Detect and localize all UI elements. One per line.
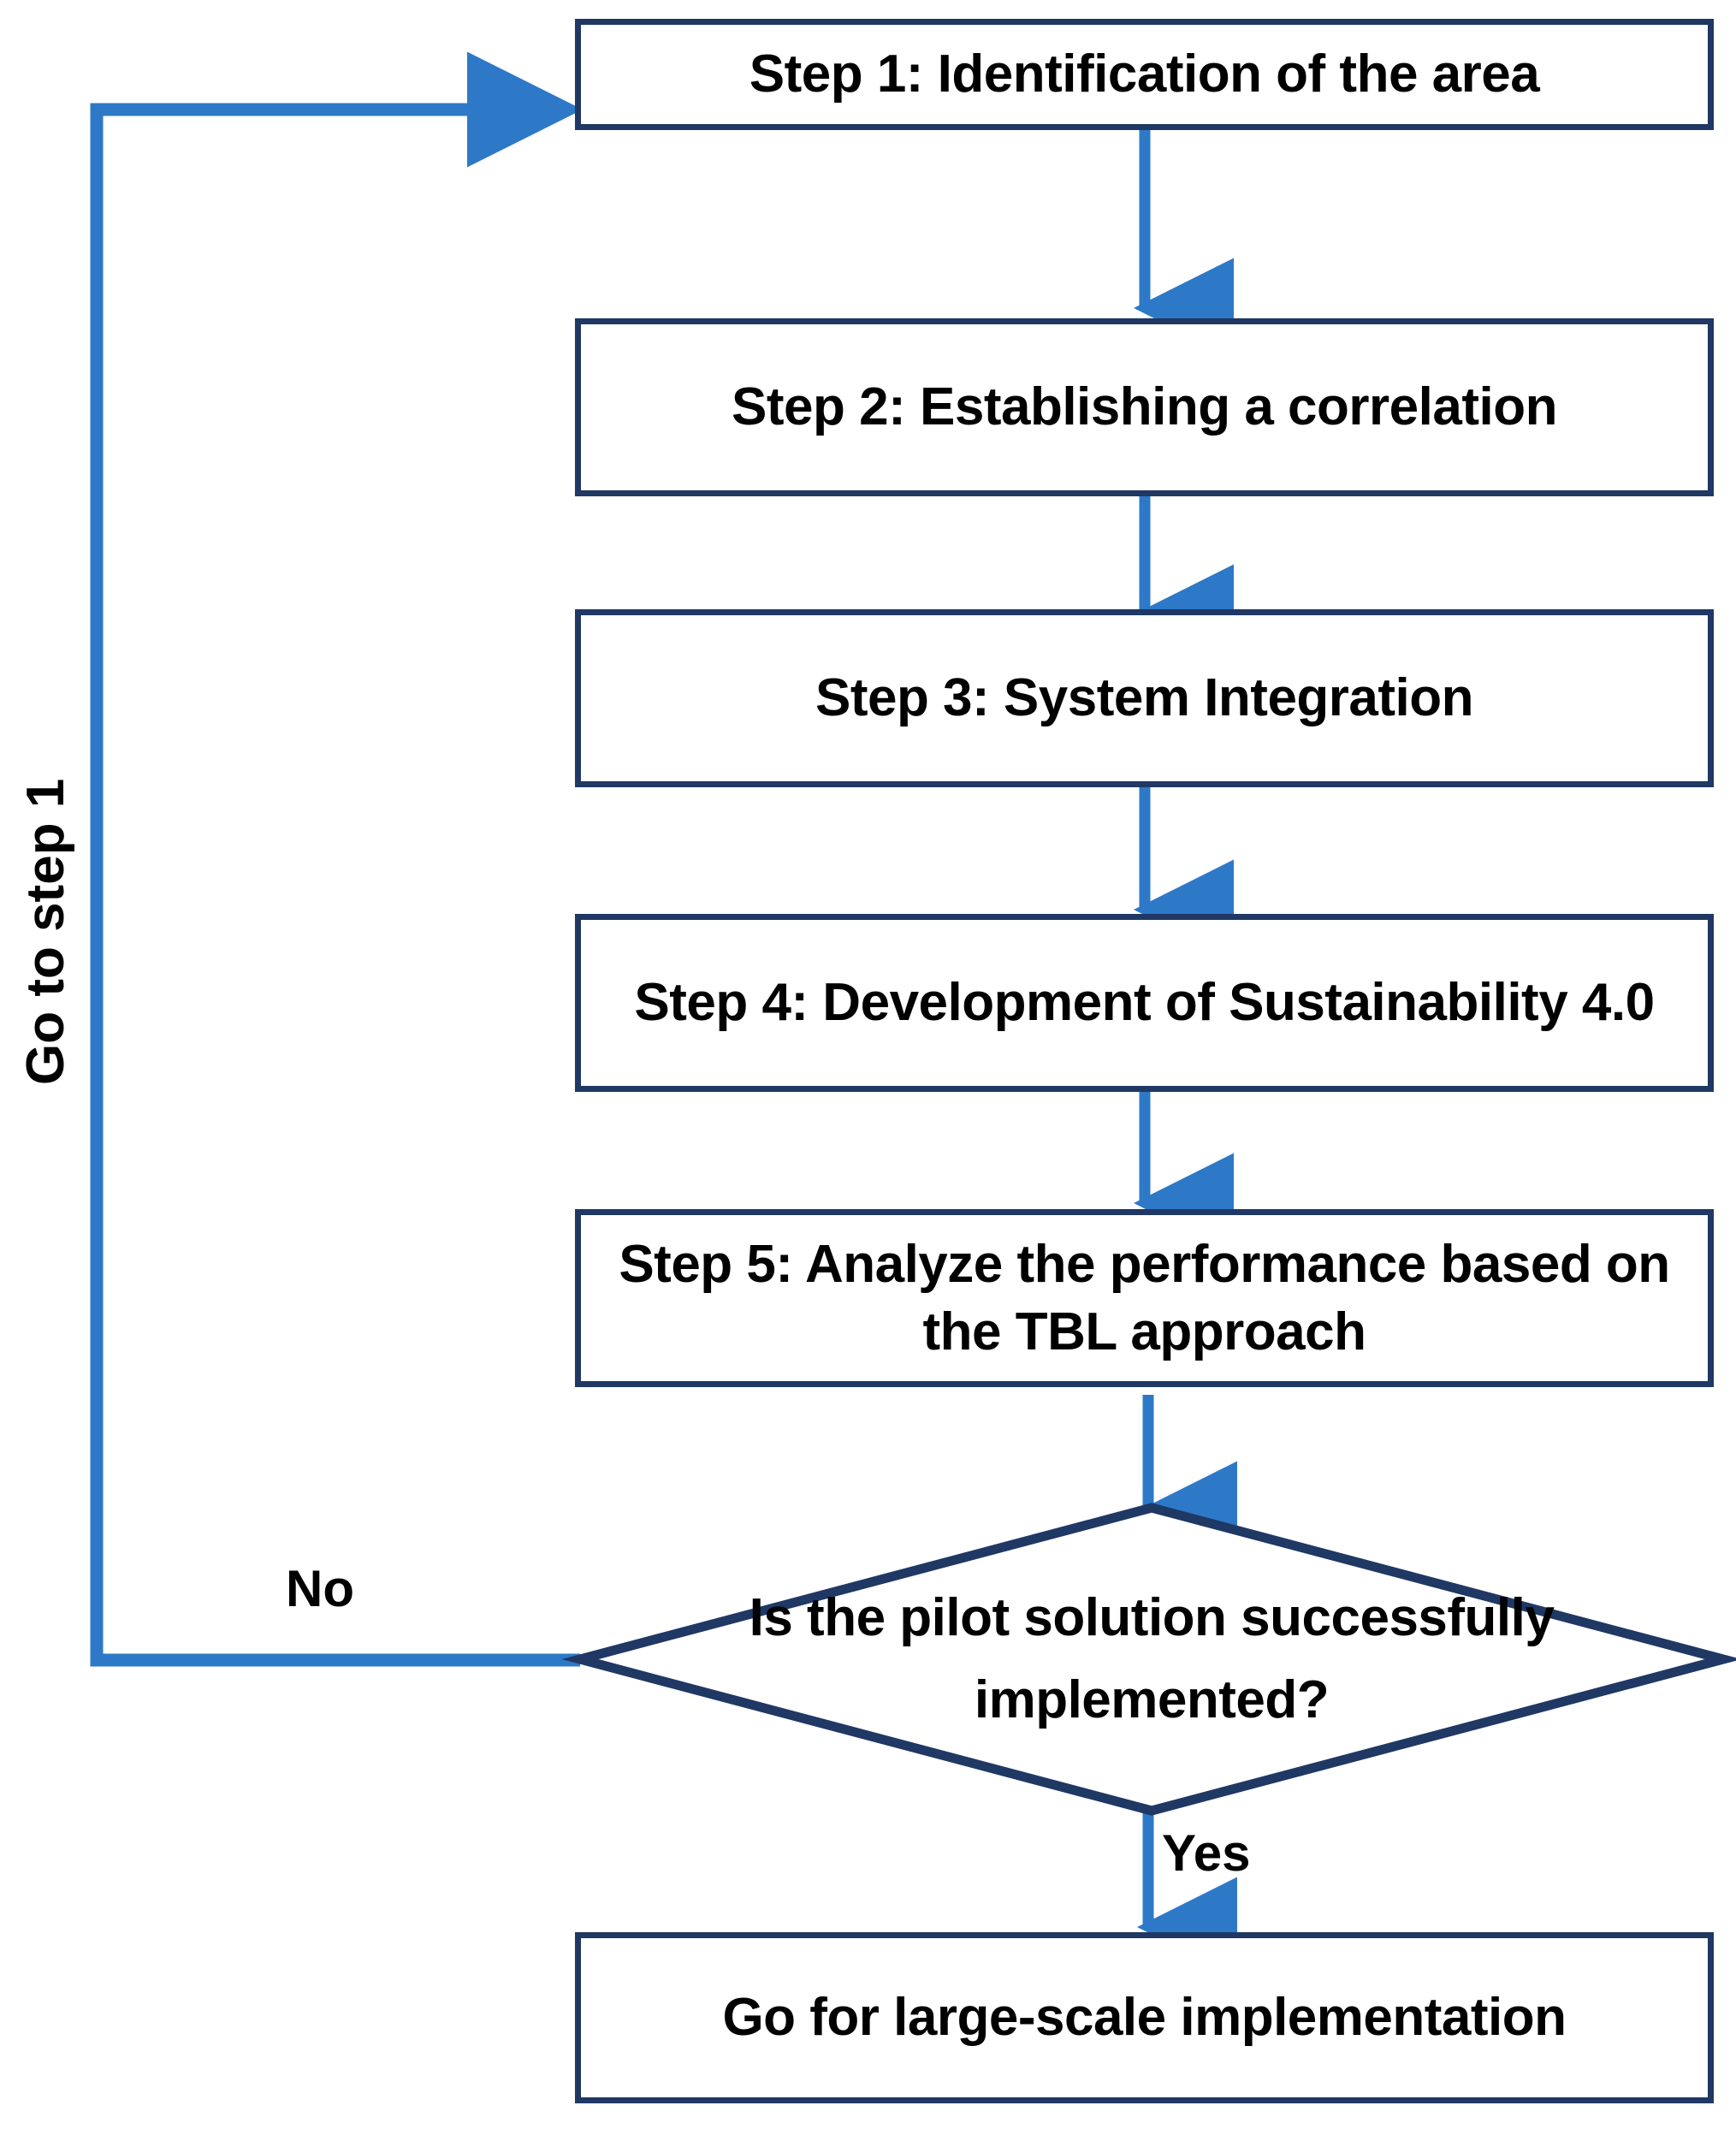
node-step-3-label: Step 3: System Integration <box>815 668 1474 728</box>
node-final-label: Go for large-scale implementation <box>722 1988 1567 2048</box>
arrow-decision-no-loopback <box>90 51 583 1667</box>
node-step-2-label: Step 2: Establishing a correlation <box>732 377 1557 437</box>
node-step-4-label: Step 4: Development of Sustainability 4.… <box>634 973 1655 1033</box>
node-step-2[interactable]: Step 2: Establishing a correlation <box>575 318 1714 496</box>
edge-label-yes: Yes <box>1162 1824 1251 1882</box>
node-step-1-label: Step 1: Identification of the area <box>749 44 1540 104</box>
node-step-1[interactable]: Step 1: Identification of the area <box>575 19 1714 130</box>
node-step-5-label: Step 5: Analyze the performance based on… <box>619 1234 1670 1361</box>
decision-diamond-shape <box>561 1503 1736 1816</box>
node-final[interactable]: Go for large-scale implementation <box>575 1932 1714 2103</box>
node-step-4[interactable]: Step 4: Development of Sustainability 4.… <box>575 914 1714 1092</box>
node-decision[interactable]: Is the pilot solution successfully imple… <box>561 1503 1736 1816</box>
edge-label-no: No <box>286 1560 354 1617</box>
node-step-5[interactable]: Step 5: Analyze the performance based on… <box>575 1209 1714 1387</box>
edge-label-go-to-step-1: Go to step 1 <box>16 778 75 1085</box>
node-step-3[interactable]: Step 3: System Integration <box>575 609 1714 787</box>
